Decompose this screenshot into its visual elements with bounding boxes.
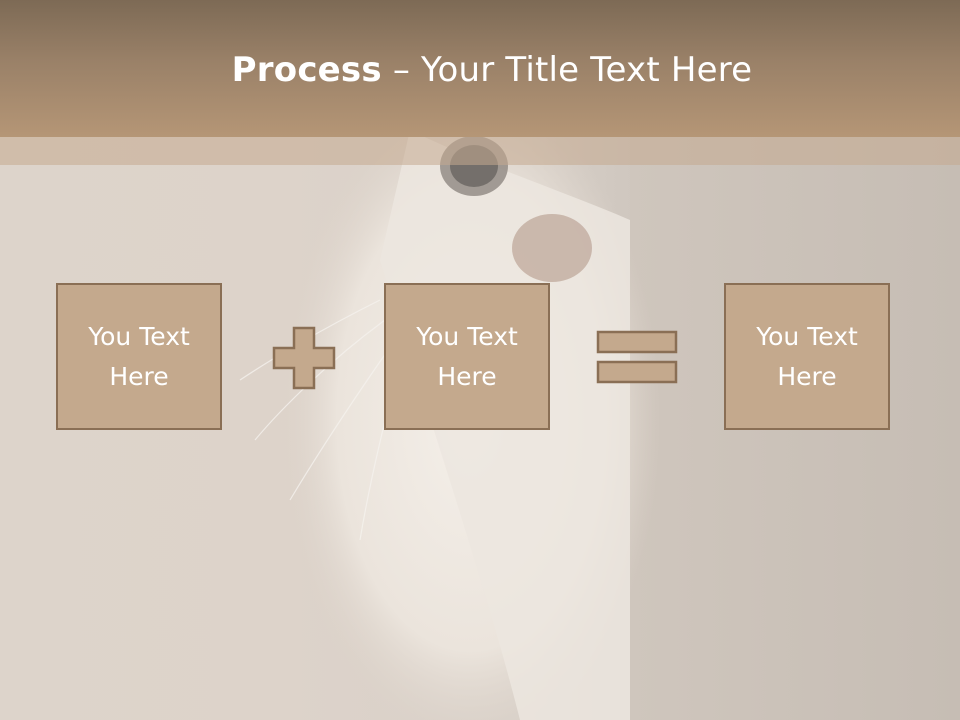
plus-icon [272,326,336,390]
text-box-2-label: You Text Here [392,317,542,397]
title-dash: – [381,50,422,90]
text-box-1: You Text Here [56,283,222,430]
text-box-3-line1: You Text [756,321,858,351]
text-box-1-line2: Here [109,361,169,391]
text-box-3-label: You Text Here [732,317,882,397]
text-box-2-line1: You Text [416,321,518,351]
text-box-3: You Text Here [724,283,890,430]
text-box-2-line2: Here [437,361,497,391]
title-bold: Process [231,50,382,90]
equals-icon [596,330,678,384]
text-box-3-line2: Here [777,361,837,391]
header-bar [0,0,960,137]
text-box-1-label: You Text Here [64,317,214,397]
text-box-1-line1: You Text [88,321,190,351]
title-text: Your Title Text Here [421,50,753,90]
text-box-2: You Text Here [384,283,550,430]
slide-title: Process – Your Title Text Here [0,50,960,90]
header-band [0,137,960,165]
